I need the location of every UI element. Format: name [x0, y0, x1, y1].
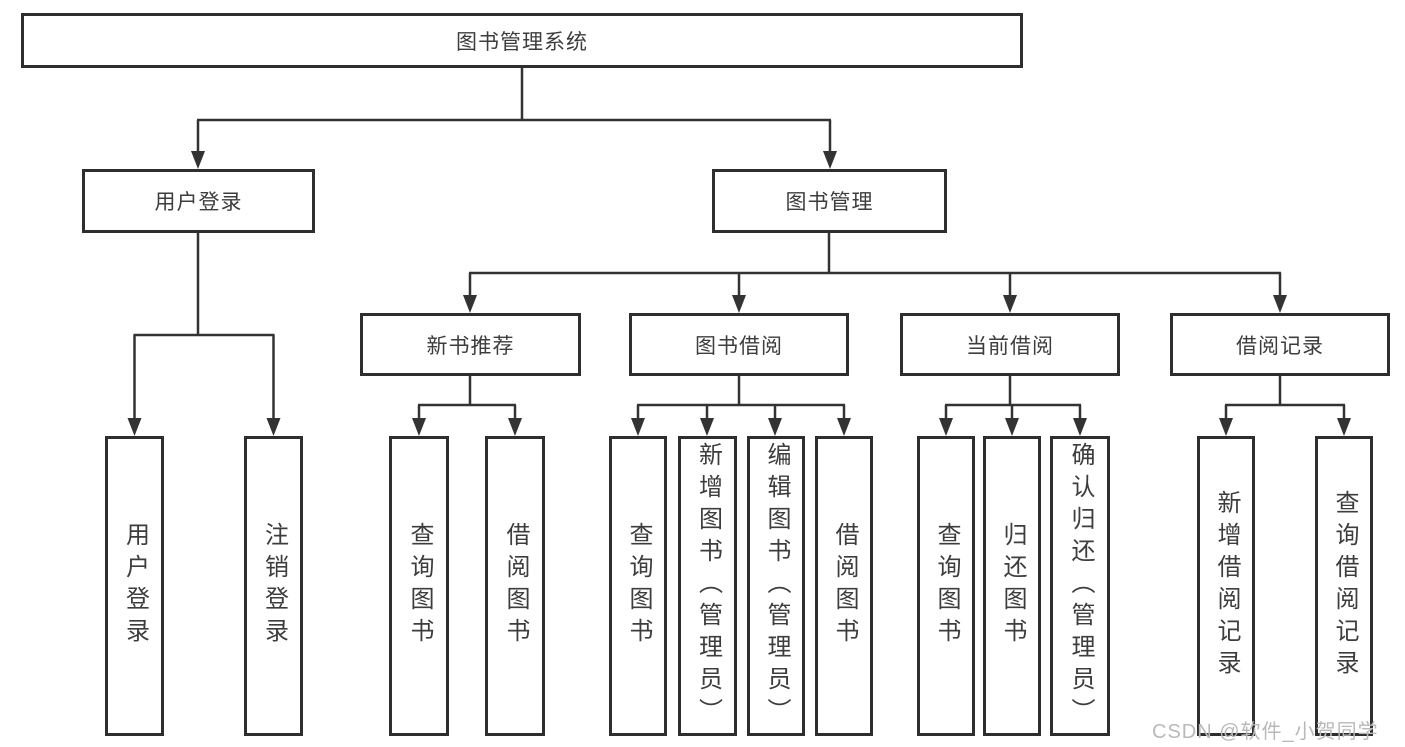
leaf-label: 用户登录 [121, 522, 149, 650]
leaf-label: 查询图书 [933, 522, 960, 650]
leaf-label: 借阅图书 [502, 522, 529, 650]
node-new-book-recommend: 新书推荐 [360, 313, 581, 376]
leaf-cb-confirm-return-admin: 确认归还（管理员） [1050, 436, 1110, 736]
leaf-label: 注销登录 [260, 522, 288, 650]
leaf-user-login: 用户登录 [105, 436, 164, 736]
node-user-login: 用户登录 [82, 169, 315, 233]
node-label: 图书借阅 [695, 334, 783, 358]
leaf-label: 新增图书（管理员） [694, 442, 722, 730]
node-book-management: 图书管理 [712, 169, 947, 233]
leaf-label: 确认归还（管理员） [1067, 442, 1094, 730]
leaf-nb-borrow-books: 借阅图书 [485, 436, 545, 736]
leaf-bb-add-books-admin: 新增图书（管理员） [678, 436, 737, 736]
leaf-bb-borrow-books: 借阅图书 [815, 436, 873, 736]
node-book-borrowing: 图书借阅 [629, 313, 849, 376]
leaf-label: 查询图书 [625, 522, 652, 650]
leaf-logout: 注销登录 [244, 436, 303, 736]
node-label: 用户登录 [154, 191, 243, 214]
leaf-cb-query-books: 查询图书 [917, 436, 975, 736]
node-label: 图书管理 [785, 191, 874, 214]
leaf-bb-edit-books-admin: 编辑图书（管理员） [747, 436, 805, 736]
leaf-label: 归还图书 [999, 522, 1026, 650]
node-current-borrowing: 当前借阅 [900, 313, 1120, 376]
leaf-label: 借阅图书 [831, 522, 858, 650]
leaf-label: 编辑图书（管理员） [763, 442, 790, 730]
leaf-cb-return-books: 归还图书 [983, 436, 1041, 736]
leaf-nb-query-books: 查询图书 [389, 436, 449, 736]
node-label: 新书推荐 [426, 334, 515, 358]
node-library-management-system: 图书管理系统 [21, 13, 1023, 68]
node-label: 当前借阅 [966, 334, 1054, 358]
node-label: 图书管理系统 [456, 30, 588, 54]
node-label: 借阅记录 [1236, 334, 1324, 358]
leaf-bb-query-books: 查询图书 [609, 436, 667, 736]
leaf-label: 查询图书 [406, 522, 433, 650]
leaf-br-query-record: 查询借阅记录 [1315, 436, 1373, 736]
node-borrowing-records: 借阅记录 [1170, 313, 1390, 376]
leaf-label: 查询借阅记录 [1331, 490, 1358, 682]
watermark-text: CSDN @软件_小贺同学 [1152, 721, 1379, 743]
leaf-label: 新增借阅记录 [1213, 490, 1240, 682]
leaf-br-add-record: 新增借阅记录 [1197, 436, 1255, 736]
